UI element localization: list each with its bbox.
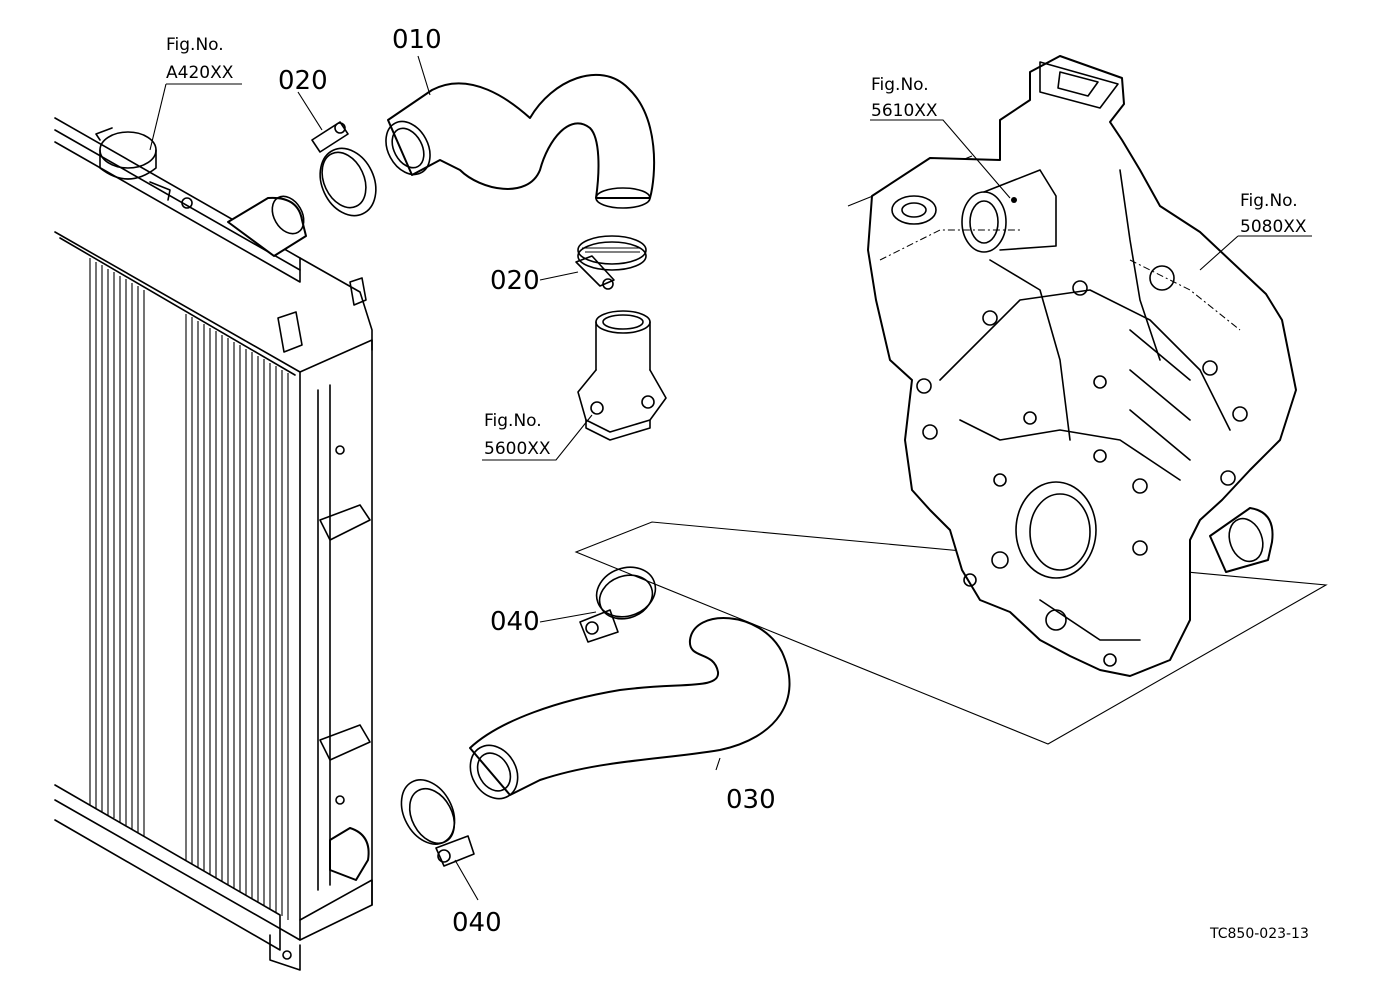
fig-ref-a420-line1: Fig.No. [166,35,224,55]
drawing-code: TC850-023-13 [1209,926,1309,942]
callout-030: 030 [726,785,776,815]
callout-040-mid: 040 [490,607,540,637]
clamp-020-top [311,121,377,217]
callout-020-top: 020 [278,66,328,96]
fig-ref-5610-line2: 5610XX [871,101,938,121]
radiator [54,117,373,971]
fig-ref-5610-line1: Fig.No. [871,75,929,95]
callout-020-mid: 020 [490,266,540,296]
thermostat-cover [577,310,667,441]
callout-010: 010 [392,25,442,55]
fig-ref-5600-line2: 5600XX [484,439,551,459]
fig-ref-5080-line1: Fig.No. [1240,191,1298,211]
callout-040-bottom: 040 [452,908,502,938]
fig-ref-5600-line1: Fig.No. [484,411,542,431]
fig-ref-a420-line2: A420XX [166,63,234,83]
fig-ref-5080-line2: 5080XX [1240,217,1307,237]
gear-case [867,55,1297,677]
clamp-040-bottom [400,779,475,867]
clamp-040-mid [579,566,657,643]
upper-hose-010 [385,73,656,209]
leader-lines [149,55,1312,901]
clamp-020-mid [575,235,647,290]
lower-hose-030 [469,617,791,800]
